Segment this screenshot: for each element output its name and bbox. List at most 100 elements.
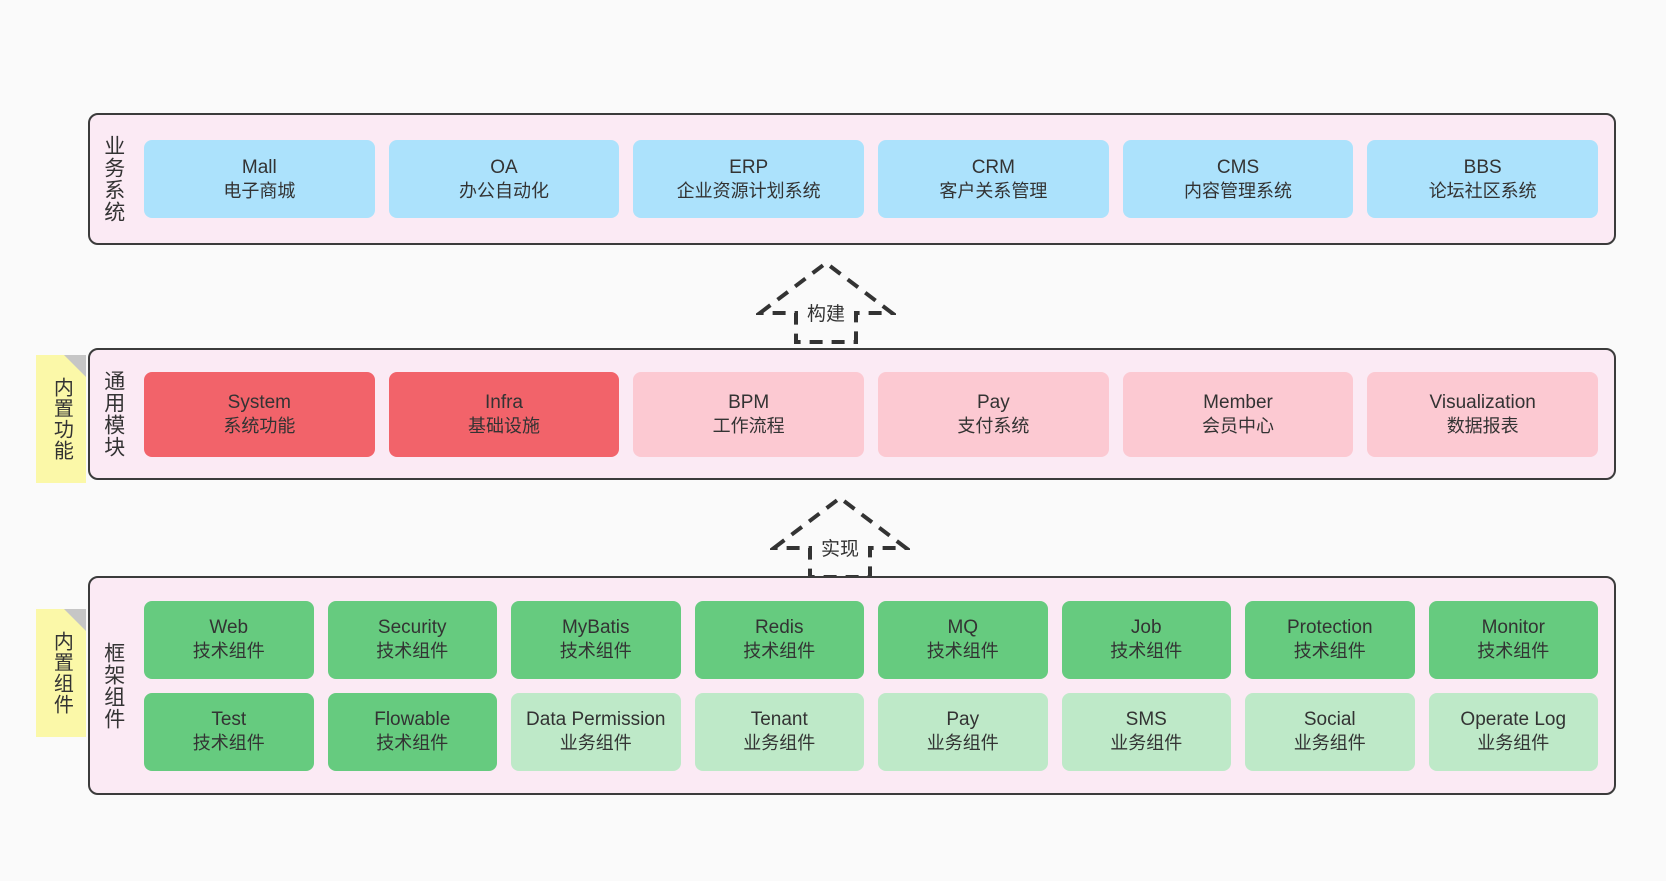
card-protection[interactable]: Protection 技术组件	[1245, 600, 1415, 679]
layer-framework-component: 框架组件 Web 技术组件 Security 技术组件 MyBatis 技术组件…	[88, 576, 1616, 795]
card-web-name: Web	[209, 617, 249, 639]
card-test-desc: 技术组件	[192, 733, 265, 754]
card-job[interactable]: Job 技术组件	[1061, 600, 1231, 679]
card-bpm[interactable]: BPM 工作流程	[633, 371, 865, 457]
sticky-fold-corner-icon	[64, 355, 86, 377]
card-erp-name: ERP	[729, 156, 769, 178]
card-sms-desc: 业务组件	[1110, 733, 1183, 754]
card-bbs-name: BBS	[1463, 156, 1502, 178]
card-tenant[interactable]: Tenant 业务组件	[694, 692, 864, 771]
card-flowable-name: Flowable	[374, 709, 451, 731]
card-data-permission-name: Data Permission	[526, 709, 666, 731]
card-security-desc: 技术组件	[376, 641, 449, 662]
card-oa-desc: 办公自动化	[459, 180, 549, 201]
card-monitor-name: Monitor	[1481, 617, 1545, 639]
card-security-name: Security	[377, 617, 447, 639]
card-oa-name: OA	[490, 156, 518, 178]
connector-build-arrow-shape	[754, 260, 898, 344]
card-web[interactable]: Web 技术组件	[144, 600, 314, 679]
layer-framework-component-cards: Web 技术组件 Security 技术组件 MyBatis 技术组件 Redi…	[136, 578, 1614, 793]
card-monitor[interactable]: Monitor 技术组件	[1428, 600, 1598, 679]
card-pay-component[interactable]: Pay 业务组件	[878, 692, 1048, 771]
card-mq[interactable]: MQ 技术组件	[878, 600, 1048, 679]
card-protection-desc: 技术组件	[1293, 641, 1366, 662]
card-mall-desc: 电子商城	[223, 180, 296, 201]
connector-implement-arrow-shape	[768, 495, 912, 579]
connector-implement-label: 实现	[820, 539, 860, 560]
card-system-desc: 系统功能	[223, 415, 296, 436]
card-infra-name: Infra	[484, 391, 524, 413]
card-mybatis-name: MyBatis	[561, 617, 630, 639]
card-redis[interactable]: Redis 技术组件	[694, 600, 864, 679]
card-test[interactable]: Test 技术组件	[144, 692, 314, 771]
sticky-note-builtin-components-label: 内置组件	[50, 631, 73, 715]
card-mall[interactable]: Mall 电子商城	[144, 140, 375, 218]
card-sms[interactable]: SMS 业务组件	[1061, 692, 1231, 771]
card-tenant-desc: 业务组件	[743, 733, 816, 754]
sticky-note-builtin-features: 内置功能	[36, 355, 86, 483]
card-pay-module-name: Pay	[976, 391, 1010, 413]
card-infra-desc: 基础设施	[468, 415, 540, 436]
card-mybatis-desc: 技术组件	[559, 641, 632, 662]
card-oa[interactable]: OA 办公自动化	[388, 140, 620, 218]
card-tenant-name: Tenant	[750, 709, 808, 731]
card-sms-name: SMS	[1125, 709, 1167, 731]
card-operate-log[interactable]: Operate Log 业务组件	[1428, 692, 1598, 771]
card-mq-desc: 技术组件	[926, 641, 999, 662]
framework-row-business: Test 技术组件 Flowable 技术组件 Data Permission …	[144, 692, 1598, 771]
card-web-desc: 技术组件	[192, 641, 265, 662]
card-redis-name: Redis	[754, 617, 804, 639]
card-bpm-name: BPM	[728, 391, 770, 413]
card-flowable-desc: 技术组件	[376, 733, 449, 754]
card-operate-log-name: Operate Log	[1460, 709, 1567, 731]
framework-row-technical: Web 技术组件 Security 技术组件 MyBatis 技术组件 Redi…	[144, 600, 1598, 679]
card-job-desc: 技术组件	[1110, 641, 1183, 662]
card-visualization[interactable]: Visualization 数据报表	[1367, 371, 1599, 457]
card-pay-component-name: Pay	[946, 709, 980, 731]
card-data-permission[interactable]: Data Permission 业务组件	[511, 692, 681, 771]
card-operate-log-desc: 业务组件	[1477, 733, 1550, 754]
card-erp-desc: 企业资源计划系统	[676, 180, 821, 201]
connector-implement-arrow: 实现	[768, 493, 912, 581]
card-system[interactable]: System 系统功能	[144, 371, 375, 457]
card-crm-name: CRM	[971, 156, 1015, 178]
layer-business-system-title: 业务系统	[101, 135, 125, 223]
card-redis-desc: 技术组件	[743, 641, 816, 662]
card-data-permission-desc: 业务组件	[559, 733, 632, 754]
card-protection-name: Protection	[1286, 617, 1373, 639]
card-infra[interactable]: Infra 基础设施	[388, 371, 620, 457]
card-bpm-desc: 工作流程	[712, 415, 785, 436]
card-bbs-desc: 论坛社区系统	[1428, 180, 1537, 201]
card-member[interactable]: Member 会员中心	[1122, 371, 1354, 457]
card-crm-desc: 客户关系管理	[939, 180, 1048, 201]
card-social-desc: 业务组件	[1293, 733, 1366, 754]
card-flowable[interactable]: Flowable 技术组件	[327, 692, 497, 771]
card-member-desc: 会员中心	[1202, 415, 1275, 436]
card-test-name: Test	[211, 709, 247, 731]
card-job-name: Job	[1130, 617, 1162, 639]
card-cms-name: CMS	[1216, 156, 1260, 178]
card-crm[interactable]: CRM 客户关系管理	[878, 140, 1109, 218]
layer-business-system: 业务系统 Mall 电子商城 OA 办公自动化 ERP 企业资源计划系统 CRM…	[88, 113, 1616, 245]
card-visualization-desc: 数据报表	[1446, 415, 1519, 436]
card-cms-desc: 内容管理系统	[1184, 180, 1293, 201]
card-bbs[interactable]: BBS 论坛社区系统	[1367, 140, 1599, 218]
card-pay-module-desc: 支付系统	[957, 415, 1030, 436]
card-pay-component-desc: 业务组件	[926, 733, 999, 754]
card-social[interactable]: Social 业务组件	[1245, 692, 1415, 771]
card-social-name: Social	[1303, 709, 1356, 731]
layer-framework-component-title: 框架组件	[101, 641, 125, 730]
card-cms[interactable]: CMS 内容管理系统	[1122, 140, 1354, 218]
layer-business-system-cards: Mall 电子商城 OA 办公自动化 ERP 企业资源计划系统 CRM 客户关系…	[136, 115, 1614, 243]
card-visualization-name: Visualization	[1429, 391, 1536, 413]
layer-common-module-cards: System 系统功能 Infra 基础设施 BPM 工作流程 Pay 支付系统…	[136, 350, 1614, 478]
card-mq-name: MQ	[947, 617, 979, 639]
card-security[interactable]: Security 技术组件	[327, 600, 497, 679]
card-pay-module[interactable]: Pay 支付系统	[878, 371, 1109, 457]
card-erp[interactable]: ERP 企业资源计划系统	[633, 140, 865, 218]
connector-build-label: 构建	[806, 304, 846, 325]
card-mybatis[interactable]: MyBatis 技术组件	[511, 600, 681, 679]
card-member-name: Member	[1203, 391, 1273, 413]
card-mall-name: Mall	[241, 156, 277, 178]
